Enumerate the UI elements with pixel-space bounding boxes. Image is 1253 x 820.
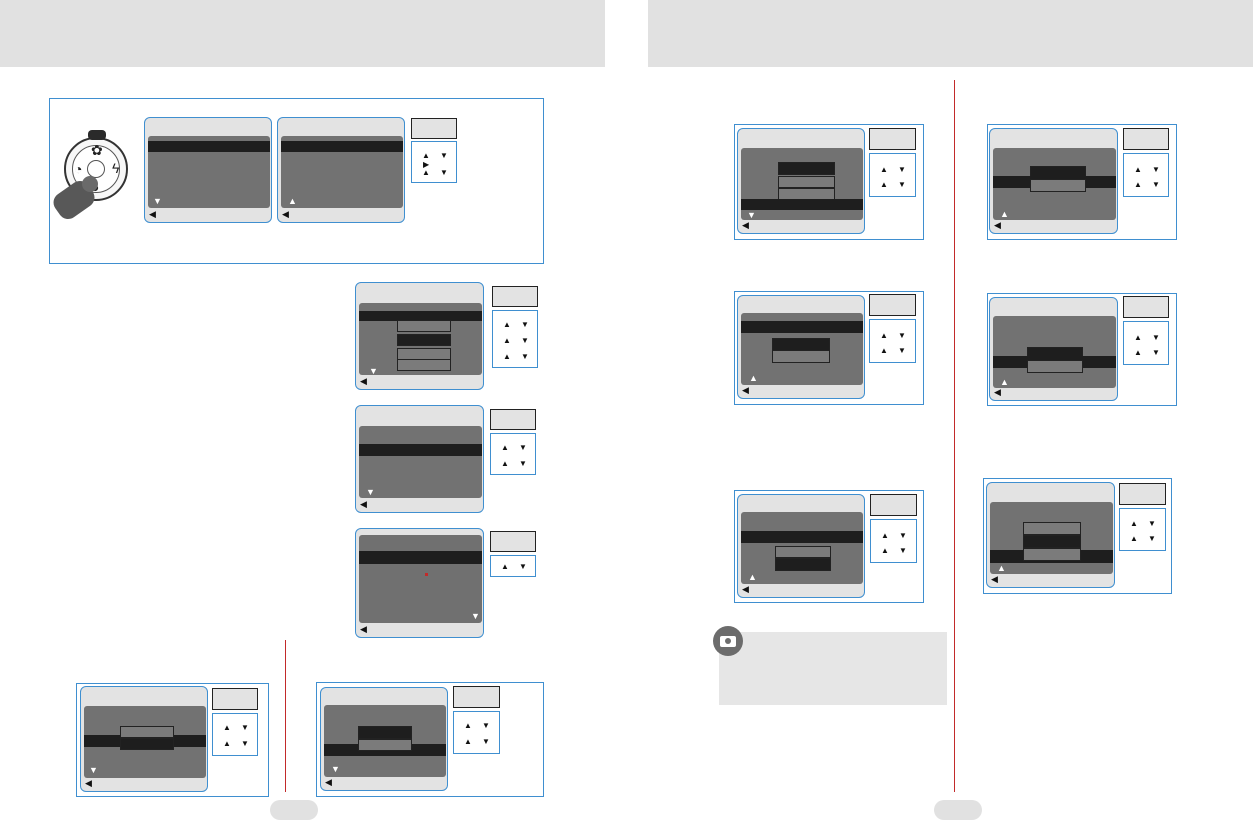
key-panel: ▲ ▼ ▲ ▼ [453, 711, 500, 754]
back-icon: ◀ [742, 220, 749, 230]
back-icon: ◀ [360, 376, 367, 386]
key-header [1123, 296, 1169, 318]
scroll-up-icon: ▲ [1000, 209, 1009, 219]
selected-row [281, 141, 403, 152]
menu-screen-e: ▼ ◀ [320, 687, 448, 791]
intro-panel [49, 98, 544, 264]
example-frame-r2 [734, 291, 924, 405]
finger-tip-icon [82, 176, 98, 192]
self-timer-icon: ◔ [74, 161, 83, 177]
back-icon: ◀ [282, 209, 289, 219]
key-header [1119, 483, 1166, 505]
back-icon: ◀ [994, 220, 1001, 230]
example-frame-2 [316, 682, 544, 797]
key-panel: ▲ ▼ ▲ ▼ [1119, 508, 1166, 551]
menu-screen-a: ▼ ◀ [355, 282, 484, 390]
key-header [1123, 128, 1169, 150]
left-page-number [270, 800, 318, 820]
example-frame-r5 [987, 293, 1177, 406]
scroll-up-icon: ▲ [288, 196, 297, 206]
scroll-down-icon: ▼ [471, 611, 480, 621]
menu-screen-r1: ▼ ◀ [737, 128, 865, 234]
intro-menu-screen-2: ▲ ◀ [277, 117, 405, 223]
flash-icon: ϟ [112, 160, 120, 176]
example-frame-r6 [983, 478, 1172, 594]
key-panel: ▲ ▼ [490, 555, 536, 577]
column-divider [954, 80, 955, 792]
key-panel: ▲ ▼ ▲ ▼ [869, 153, 916, 197]
menu-screen-c: ▼ ◀ [355, 528, 484, 638]
macro-icon: ✿ [91, 142, 103, 158]
key-header [212, 688, 258, 710]
scroll-up-icon: ▲ [1000, 377, 1009, 387]
key-panel: ▲ ▼ ▲ ▼ [1123, 153, 1169, 197]
menu-screen-r5: ▲ ◀ [989, 297, 1118, 401]
menu-screen-r4: ▲ ◀ [989, 128, 1118, 234]
back-icon: ◀ [149, 209, 156, 219]
selected-row [148, 141, 270, 152]
note-box [719, 632, 947, 705]
key-header [492, 286, 538, 307]
key-panel: ▲ ▼ ▲ ▼ [490, 433, 536, 475]
scroll-down-icon: ▼ [153, 196, 162, 206]
column-divider [285, 640, 286, 792]
scroll-up-icon: ▲ [749, 373, 758, 383]
example-frame-1 [76, 683, 269, 797]
back-icon: ◀ [742, 584, 749, 594]
key-panel: ▲ ▼ ▲ ▼ [1123, 321, 1169, 365]
key-header [490, 409, 536, 430]
scroll-up-icon: ▲ [748, 572, 757, 582]
key-panel: ▲ ▼ ▲ ▼ [870, 519, 917, 563]
key-header [869, 294, 916, 316]
back-icon: ◀ [994, 387, 1001, 397]
key-header [411, 118, 457, 139]
scroll-down-icon: ▼ [331, 764, 340, 774]
scroll-up-icon: ▲ [997, 563, 1006, 573]
menu-screen-r3: ▲ ◀ [737, 494, 865, 598]
scroll-down-icon: ▼ [747, 210, 756, 220]
menu-screen-d: ▼ ◀ [80, 686, 208, 792]
dial-center-button-icon [87, 160, 105, 178]
back-icon: ◀ [360, 624, 367, 634]
back-icon: ◀ [742, 385, 749, 395]
right-page-number [934, 800, 982, 820]
dial-top-button-icon [88, 130, 106, 140]
key-panel: ▲ ▼ ▶ ▲ ▼ [411, 141, 457, 183]
intro-menu-screen-1: ▼ ◀ [144, 117, 272, 223]
key-header [453, 686, 500, 708]
menu-screen-r6: ▲ ◀ [986, 482, 1115, 588]
scroll-down-icon: ▼ [366, 487, 375, 497]
back-icon: ◀ [360, 499, 367, 509]
scroll-down-icon: ▼ [369, 366, 378, 376]
scroll-down-icon: ▼ [89, 765, 98, 775]
back-icon: ◀ [325, 777, 332, 787]
back-icon: ◀ [85, 778, 92, 788]
key-header [870, 494, 917, 516]
example-frame-r4 [987, 124, 1177, 240]
example-frame-r3 [734, 490, 924, 603]
key-header [869, 128, 916, 150]
key-panel: ▲ ▼ ▲ ▼ ▲ ▼ [492, 310, 538, 368]
left-page-banner [0, 0, 605, 67]
example-frame-r1 [734, 124, 924, 240]
key-header [490, 531, 536, 552]
right-page-banner [648, 0, 1253, 67]
key-panel: ▲ ▼ ▲ ▼ [212, 713, 258, 756]
camera-icon [713, 626, 743, 656]
menu-screen-r2: ▲ ◀ [737, 295, 865, 399]
back-icon: ◀ [991, 574, 998, 584]
menu-screen-b: ▼ ◀ [355, 405, 484, 513]
key-panel: ▲ ▼ ▲ ▼ [869, 319, 916, 363]
